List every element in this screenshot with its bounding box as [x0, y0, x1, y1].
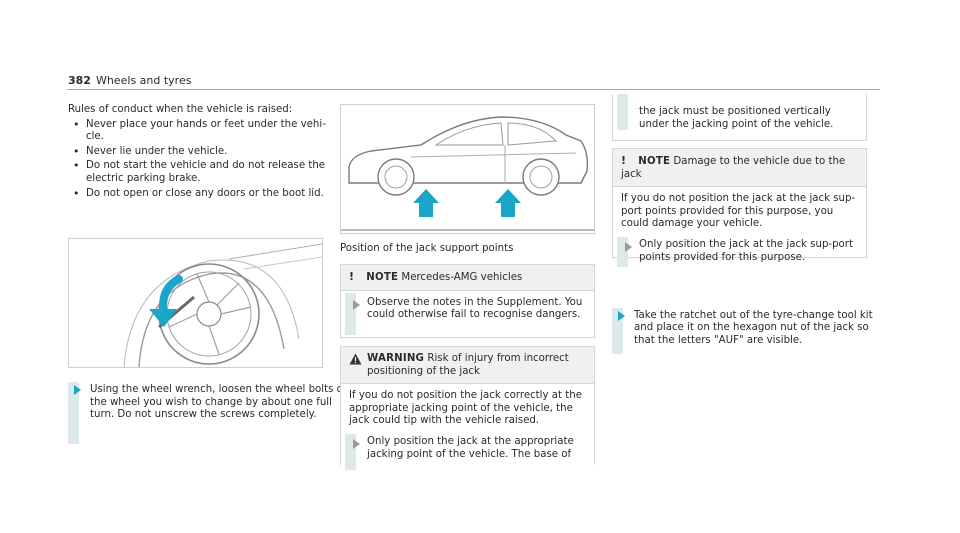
list-item: Never lie under the vehicle.: [68, 146, 330, 159]
step-text: Take the ratchet out of the tyre-change …: [634, 309, 873, 346]
step-stripe: [345, 433, 356, 470]
step-text: Only position the jack at the appropriat…: [367, 435, 574, 460]
page-title: Wheels and tyres: [96, 74, 192, 87]
warning-step-continued: the jack must be positioned vertically u…: [613, 94, 866, 137]
warning-step: Only position the jack at the appropriat…: [341, 433, 594, 470]
header-divider: [67, 89, 880, 90]
step-text: the jack must be positioned vertically u…: [639, 106, 834, 130]
warning-continued: the jack must be positioned vertically u…: [612, 94, 867, 141]
step-text: Using the wheel wrench, loosen the wheel…: [90, 384, 350, 421]
step-text: Observe the notes in the Supplement. You…: [367, 296, 583, 321]
step-stripe: [345, 292, 356, 335]
step-loosen-bolts: Using the wheel wrench, loosen the wheel…: [68, 382, 352, 444]
exclamation-icon: !: [349, 270, 355, 283]
note-box-amg: ! NOTE Mercedes-AMG vehicles Observe the…: [340, 264, 595, 338]
step-stripe: [617, 94, 628, 130]
wheel-wrench-drawing: [123, 243, 322, 367]
step-arrow-icon: [625, 241, 632, 252]
note-tag: NOTE: [366, 272, 399, 283]
warning-tag: WARNING: [367, 353, 425, 364]
note-step: Observe the notes in the Supplement. You…: [341, 291, 594, 335]
intro-text: Rules of conduct when the vehicle is rai…: [68, 104, 293, 115]
warning-triangle-icon: [349, 353, 362, 365]
note-header: ! NOTE Mercedes-AMG vehicles: [341, 265, 594, 291]
image-caption: Position of the jack support points: [340, 243, 514, 254]
car-side-drawing: [341, 116, 594, 231]
step-stripe: [612, 307, 623, 354]
note-title: Damage to the vehicle due to the jack: [621, 156, 846, 180]
exclamation-icon: !: [621, 154, 627, 167]
step-arrow-icon: [353, 299, 360, 310]
column-1: Rules of conduct when the vehicle is rai…: [68, 104, 330, 202]
note-header: ! NOTE Damage to the vehicle due to the …: [613, 149, 866, 188]
step-stripe: [617, 236, 628, 267]
step-text: Only position the jack at the jack sup-p…: [639, 238, 853, 263]
note-step: Only position the jack at the jack sup-p…: [613, 236, 866, 270]
list-item: Never place your hands or feet under the…: [68, 119, 330, 144]
warning-body: If you do not position the jack correctl…: [349, 390, 582, 427]
list-item: Do not open or close any doors or the bo…: [68, 188, 330, 201]
note-title: Mercedes-AMG vehicles: [401, 272, 523, 283]
note-body: If you do not position the jack at the j…: [621, 193, 856, 230]
warning-header: WARNING Risk of injury from incorrect po…: [341, 347, 594, 385]
wheel-wrench-illustration: [68, 238, 323, 368]
car-jack-points-illustration: [340, 104, 595, 234]
warning-title: Risk of injury from incorrect positionin…: [367, 353, 569, 377]
step-stripe: [68, 382, 79, 444]
step-ratchet: Take the ratchet out of the tyre-change …: [612, 307, 887, 354]
page-number: 382: [68, 74, 91, 87]
step-arrow-icon: [353, 438, 360, 449]
rules-list: Never place your hands or feet under the…: [68, 119, 330, 201]
list-item: Do not start the vehicle and do not rele…: [68, 160, 330, 185]
note-tag: NOTE: [638, 156, 671, 167]
step-arrow-icon: [618, 310, 625, 321]
warning-box: WARNING Risk of injury from incorrect po…: [340, 346, 595, 470]
note-box-damage: ! NOTE Damage to the vehicle due to the …: [612, 148, 867, 267]
step-arrow-icon: [74, 385, 81, 395]
